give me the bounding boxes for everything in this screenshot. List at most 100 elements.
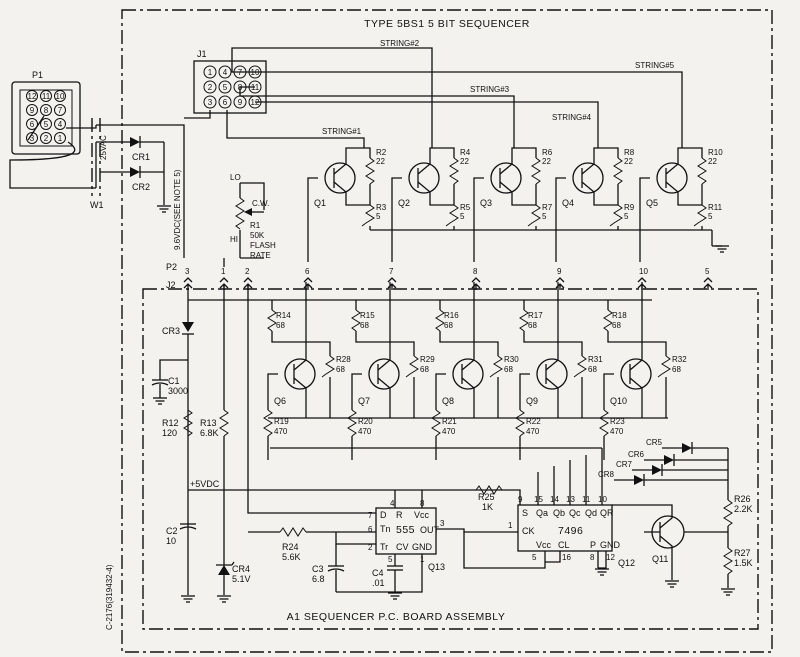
svg-text:CR3: CR3 <box>162 326 180 336</box>
j1-pin: 1 <box>203 65 217 79</box>
resistor-value: 68 <box>276 321 285 330</box>
svg-text:C3: C3 <box>312 564 324 574</box>
resistor-value: 470 <box>358 427 372 436</box>
lower-driver-stage: Q6R1468R2868R19470Q7R1568R2968R20470Q8R1… <box>263 282 687 460</box>
svg-text:D: D <box>380 510 387 520</box>
svg-text:2.2K: 2.2K <box>734 504 753 514</box>
j1-pin-label: 4 <box>223 68 228 77</box>
resistor-value: 68 <box>588 365 597 374</box>
cr1-diode: CR1 <box>120 136 164 162</box>
svg-text:Q12: Q12 <box>618 558 635 568</box>
p2-pin-number: 5 <box>705 267 710 276</box>
svg-text:R: R <box>396 510 403 520</box>
svg-text:R26: R26 <box>734 494 751 504</box>
resistor-value: 68 <box>420 365 429 374</box>
svg-text:1.5K: 1.5K <box>734 558 753 568</box>
p2-pin: 8 <box>471 267 481 290</box>
svg-text:C4: C4 <box>372 568 384 578</box>
p1-pin-label: 9 <box>30 106 35 115</box>
svg-text:RATE: RATE <box>250 251 271 260</box>
transistor-label: Q2 <box>398 198 410 208</box>
j1-pin-label: 3 <box>208 98 213 107</box>
p1-pin: 8 <box>40 104 52 116</box>
svg-text:C1: C1 <box>168 376 180 386</box>
resistor-value: 68 <box>336 365 345 374</box>
resistor-name: R17 <box>528 311 543 320</box>
resistor-name: R11 <box>708 203 723 212</box>
cr5-label: CR5 <box>646 438 663 447</box>
p1-pin-label: 7 <box>58 106 63 115</box>
r27-resistor: R27 1.5K <box>723 547 753 575</box>
resistor-value: 68 <box>612 321 621 330</box>
string-5-label: STRING#5 <box>635 61 675 70</box>
resistor-name: R15 <box>360 311 375 320</box>
resistor-value: 470 <box>526 427 540 436</box>
resistor-name: R4 <box>460 148 471 157</box>
outer-boundary <box>121 9 773 653</box>
svg-text:Qd: Qd <box>585 508 597 518</box>
svg-text:6: 6 <box>368 525 373 534</box>
p2-pin-number: 1 <box>221 267 226 276</box>
p1-pin: 5 <box>40 118 52 130</box>
svg-text:1K: 1K <box>482 502 493 512</box>
svg-text:QR: QR <box>600 508 614 518</box>
svg-text:R24: R24 <box>282 542 299 552</box>
svg-text:R13: R13 <box>200 418 217 428</box>
svg-text:1: 1 <box>508 521 513 530</box>
svg-text:6.8K: 6.8K <box>200 428 219 438</box>
svg-text:9: 9 <box>518 495 523 504</box>
svg-text:P: P <box>590 540 596 550</box>
resistor-value: 470 <box>274 427 288 436</box>
svg-text:R27: R27 <box>734 548 751 558</box>
resistor-value: 68 <box>672 365 681 374</box>
svg-text:12: 12 <box>606 553 615 562</box>
j1-pin-label: 11 <box>251 83 260 92</box>
svg-text:120: 120 <box>162 428 177 438</box>
resistor-name: R32 <box>672 355 687 364</box>
resistor-value: 22 <box>708 157 717 166</box>
transistor-label: Q4 <box>562 198 574 208</box>
c3-capacitor: C3 6.8 <box>312 544 345 592</box>
svg-text:5: 5 <box>388 555 393 564</box>
resistor-value: 5 <box>708 212 713 221</box>
resistor-value: 22 <box>624 157 633 166</box>
resistor-name: R6 <box>542 148 553 157</box>
p2-pin: 10 <box>637 267 648 290</box>
transistor-label: Q1 <box>314 198 326 208</box>
resistor-name: R2 <box>376 148 387 157</box>
j2-label: J2 <box>166 280 176 290</box>
svg-text:Tr: Tr <box>380 542 388 552</box>
resistor-value: 5 <box>542 212 547 221</box>
p2-pin: 7 <box>387 267 397 290</box>
svg-text:7496: 7496 <box>558 525 583 537</box>
resistor-value: 22 <box>460 157 469 166</box>
j1-pin: 5 <box>218 80 232 94</box>
p2-pin: 6 <box>303 267 313 290</box>
j1-pin-label: 1 <box>208 68 213 77</box>
resistor-name: R18 <box>612 311 627 320</box>
resistor-value: 5 <box>376 212 381 221</box>
cr5-diode: CR5 <box>646 438 728 454</box>
resistor-name: R5 <box>460 203 471 212</box>
svg-text:.01: .01 <box>372 578 385 588</box>
cr6-label: CR6 <box>628 450 645 459</box>
ic-555: D R Vcc Tn 555 OUT Tr CV GND 7 6 2 4 8 5… <box>368 499 445 572</box>
svg-text:Vcc: Vcc <box>414 510 430 520</box>
transistor-label: Q9 <box>526 396 538 406</box>
resistor-name: R31 <box>588 355 603 364</box>
resistor-name: R3 <box>376 203 387 212</box>
j1-pin-label: 5 <box>223 83 228 92</box>
p2-pin-number: 10 <box>639 267 648 276</box>
p2-pin-number: 2 <box>245 267 250 276</box>
svg-text:3000: 3000 <box>168 386 188 396</box>
p1-pin-label: 1 <box>58 134 63 143</box>
board-title: A1 SEQUENCER P.C. BOARD ASSEMBLY <box>287 611 506 623</box>
j1-pin-label: 9 <box>238 98 243 107</box>
transistor-label: Q7 <box>358 396 370 406</box>
transistor-label: Q10 <box>610 396 627 406</box>
